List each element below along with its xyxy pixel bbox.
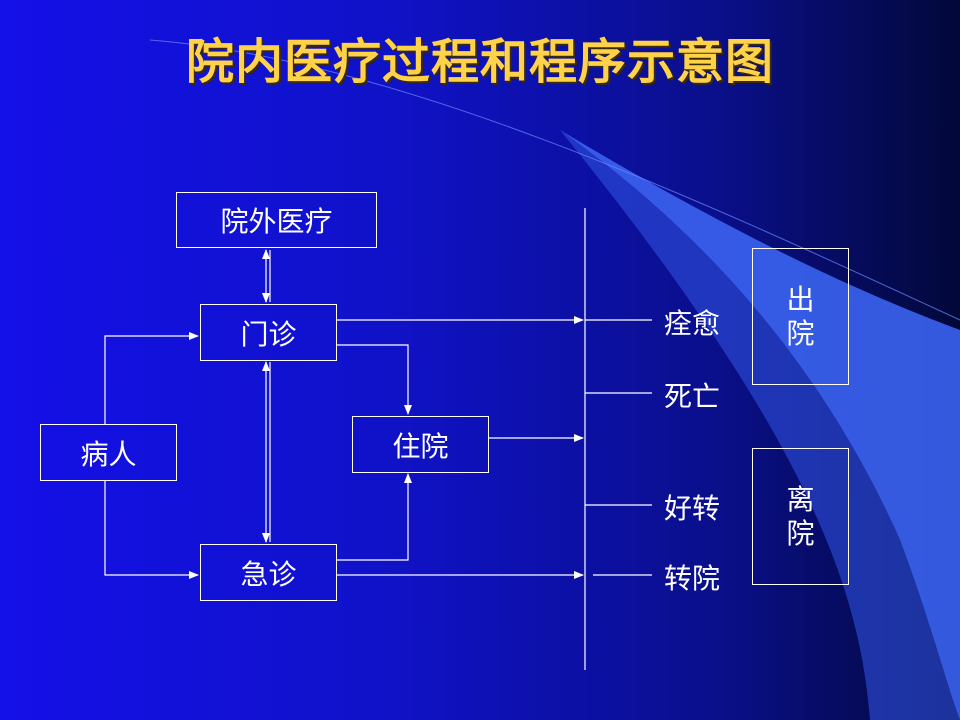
emergency-box: 急诊 [200,544,337,601]
discharge-char-1: 出 [786,282,815,316]
outcome-transfer: 转院 [664,562,721,595]
outcome-death: 死亡 [664,380,721,413]
discharge-char-2: 院 [786,316,815,350]
leave-char-1: 离 [786,482,815,516]
page-title: 院内医疗过程和程序示意图 [185,34,774,90]
outcome-cured: 痊愈 [664,307,721,340]
outside-care-box: 院外医疗 [176,192,377,248]
discharge-box: 出 院 [752,248,849,385]
inpatient-box: 住院 [352,416,489,473]
patient-box: 病人 [40,424,177,481]
leave-char-2: 院 [786,516,815,550]
outpatient-box: 门诊 [200,304,337,361]
outcome-improved: 好转 [664,492,721,525]
leave-box: 离 院 [752,448,849,585]
